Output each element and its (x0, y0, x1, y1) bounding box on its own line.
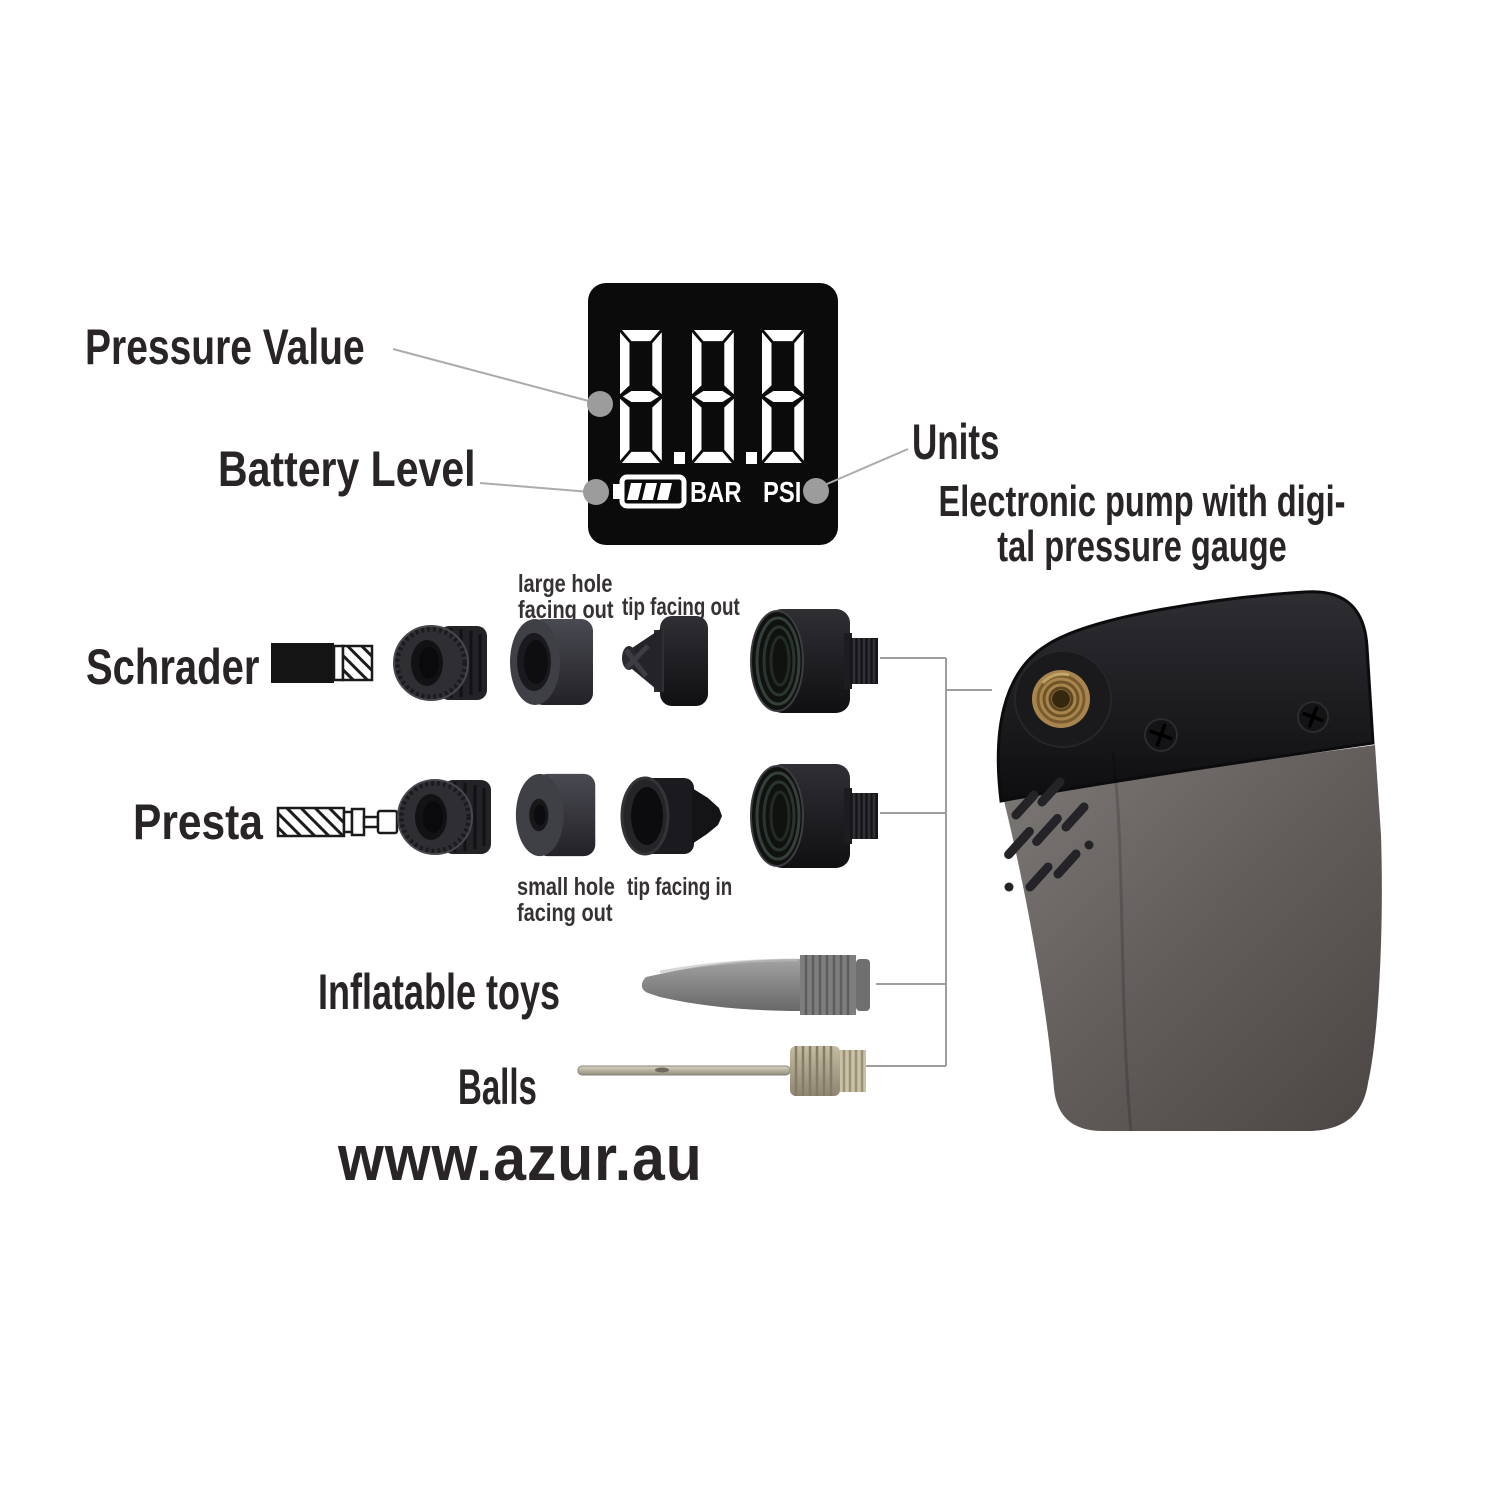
pressure-value-digits (620, 330, 804, 464)
units-label: Units (912, 414, 1000, 470)
schrader-valve-icon (271, 643, 374, 683)
note-small-hole-line1: small hole (517, 873, 615, 901)
balls-label: Balls (458, 1059, 537, 1115)
pump-inflation-port (1014, 650, 1112, 748)
pump-body (1003, 745, 1382, 1131)
pump-screw-right (1297, 701, 1329, 733)
pump-top-cap (996, 590, 1375, 803)
schrader-threaded-adapter (749, 607, 880, 715)
inflatable-toy-nozzle (641, 955, 870, 1015)
presta-valve-icon (276, 806, 399, 838)
note-large-hole: large hole facing out (518, 571, 637, 623)
battery-level-label: Battery Level (218, 441, 476, 497)
unit-psi-label: PSI (763, 476, 801, 509)
note-large-hole-line1: large hole (518, 570, 613, 598)
note-tip-facing-out: tip facing out (622, 593, 740, 621)
note-large-hole-line2: facing out (518, 596, 614, 624)
presta-rubber-sleeve-small-hole (515, 773, 596, 857)
note-tip-facing-in: tip facing in (627, 873, 733, 901)
presta-knurled-cap (397, 760, 497, 874)
connector-lines (866, 657, 992, 1067)
pump-vent-slots (1004, 777, 1094, 892)
pump-description-line1: Electronic pump with digi- (938, 477, 1346, 526)
ball-needle (577, 1046, 866, 1096)
pressure-value-label: Pressure Value (85, 319, 365, 375)
pressure-display-graphics: BAR PSI (613, 330, 804, 509)
presta-label: Presta (133, 794, 263, 850)
pump-screw-left (1144, 718, 1178, 752)
presta-threaded-adapter (749, 762, 880, 870)
electric-pump (996, 590, 1382, 1132)
schrader-knurled-cap (393, 606, 493, 720)
website-label: www.azur.au (338, 1122, 703, 1194)
schrader-rubber-sleeve-large-hole (510, 619, 593, 705)
pump-description-line2: tal pressure gauge (997, 522, 1287, 571)
note-small-hole: small hole facing out (517, 874, 639, 926)
unit-bar-label: BAR (690, 476, 741, 509)
note-small-hole-line2: facing out (517, 899, 613, 927)
inflatable-toys-label: Inflatable toys (318, 964, 561, 1020)
battery-icon (613, 474, 687, 509)
pressure-display: BAR PSI (588, 283, 838, 545)
schrader-label: Schrader (86, 639, 260, 695)
schrader-tip-insert-facing-out (622, 616, 708, 706)
presta-tip-insert-facing-in (620, 776, 722, 856)
pump-description: Electronic pump with digi- tal pressure … (935, 479, 1349, 569)
